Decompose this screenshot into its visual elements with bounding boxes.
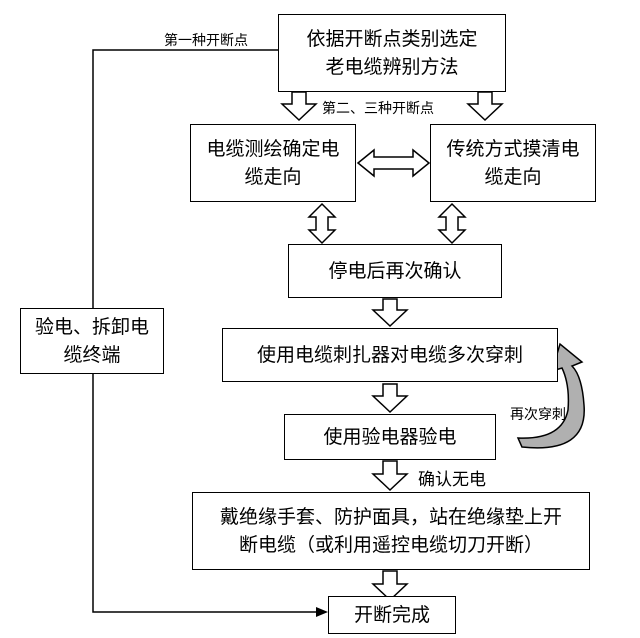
cut-line2: 断电缆（或利用遥控电缆切刀开断）	[238, 534, 543, 556]
confirm-again-box: 停电后再次确认	[288, 244, 502, 298]
cut-line1: 戴绝缘手套、防护面具，站在绝缘垫上开	[219, 506, 562, 528]
double-arrow-horizontal-icon	[356, 148, 431, 178]
select-method-line1: 依据开断点类别选定	[306, 28, 478, 50]
cut-box: 戴绝缘手套、防护面具，站在绝缘垫上开 断电缆（或利用遥控电缆切刀开断）	[192, 492, 590, 570]
pierce-text: 使用电缆刺扎器对电缆多次穿刺	[256, 344, 523, 366]
pierce-again-label: 再次穿刺	[510, 407, 566, 423]
double-arrow-vertical-right-icon	[437, 202, 467, 245]
curved-return-arrow-icon	[516, 342, 585, 449]
select-method-box: 依据开断点类别选定 老电缆辨别方法	[278, 14, 506, 92]
survey-line2: 缆走向	[244, 166, 302, 188]
test-disassemble-box: 验电、拆卸电 缆终端	[20, 308, 164, 374]
survey-box: 电缆测绘确定电 缆走向	[190, 124, 356, 202]
survey-line1: 电缆测绘确定电	[206, 138, 340, 160]
down-arrow-right-icon	[466, 91, 504, 122]
traditional-box: 传统方式摸清电 缆走向	[430, 124, 596, 202]
first-type-path-top	[92, 49, 278, 308]
traditional-line1: 传统方式摸清电	[446, 138, 580, 160]
down-arrow-4-icon	[371, 570, 409, 602]
first-type-label: 第一种开断点	[164, 33, 248, 49]
tester-box: 使用验电器验电	[284, 414, 496, 460]
no-power-label: 确认无电	[418, 470, 486, 490]
down-arrow-1-icon	[371, 298, 409, 328]
confirm-again-text: 停电后再次确认	[328, 260, 462, 282]
down-arrow-left-icon	[280, 91, 318, 122]
down-arrow-2-icon	[371, 383, 409, 414]
tester-text: 使用验电器验电	[323, 426, 457, 448]
select-method-line2: 老电缆辨别方法	[325, 56, 459, 78]
double-arrow-vertical-left-icon	[307, 202, 337, 245]
test-disassemble-line2: 缆终端	[63, 344, 121, 366]
down-arrow-3-icon	[371, 460, 409, 492]
pierce-box: 使用电缆刺扎器对电缆多次穿刺	[222, 328, 558, 382]
traditional-line2: 缆走向	[484, 166, 542, 188]
done-text: 开断完成	[353, 604, 430, 626]
done-arrowhead	[316, 607, 328, 617]
second-third-label: 第二、三种开断点	[322, 101, 434, 117]
first-type-path-bottom	[92, 373, 318, 613]
done-box: 开断完成	[328, 596, 456, 634]
test-disassemble-line1: 验电、拆卸电	[34, 316, 149, 338]
